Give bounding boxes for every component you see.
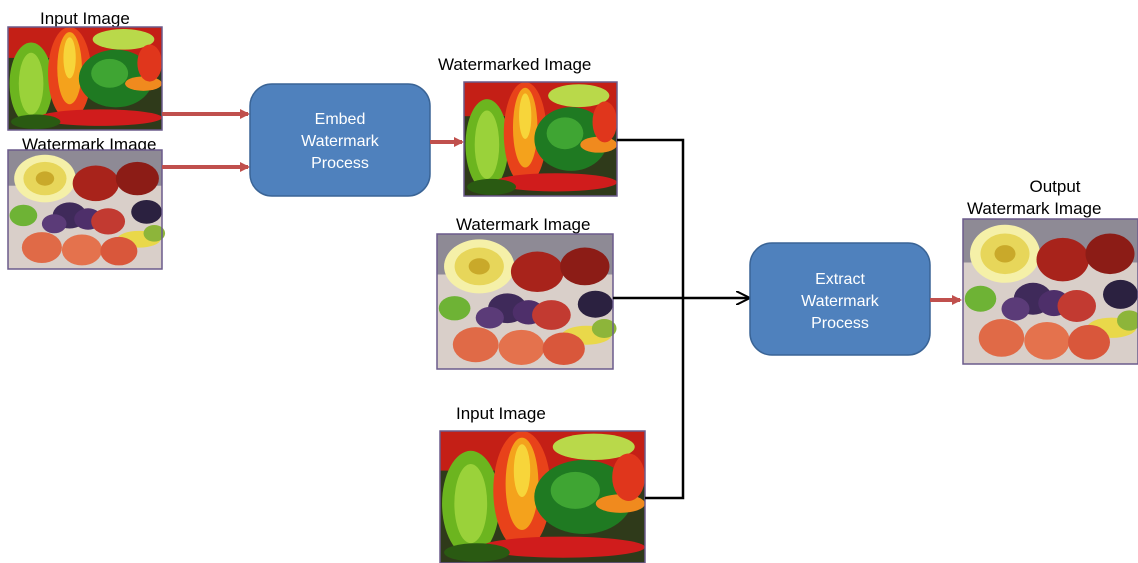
extract-box-line1: Extract: [815, 271, 865, 288]
watermarked-image: [464, 82, 617, 196]
watermarked-image-label: Watermarked Image: [438, 55, 591, 74]
output-watermark-image-frame: [962, 218, 1138, 365]
output-label-line2: Watermark Image: [967, 199, 1101, 218]
connector-lines: [613, 138, 748, 500]
watermark-image-left-frame: [7, 149, 163, 270]
watermark-image-mid: [437, 234, 617, 369]
output-label-line1: Output: [1029, 177, 1080, 196]
embed-box-line2: Watermark: [301, 133, 380, 150]
output-watermark-image: [963, 219, 1138, 364]
input-image-bottom: [440, 431, 645, 563]
watermark-image-left: [8, 150, 166, 269]
input-image-label-bottom: Input Image: [456, 404, 546, 423]
input-image-top-frame: [7, 26, 163, 131]
extract-box-line2: Watermark: [801, 293, 880, 310]
input-image-top: [8, 27, 162, 130]
watermark-image-mid-frame: [436, 233, 614, 370]
input-image-label-top: Input Image: [40, 9, 130, 28]
extract-box-line3: Process: [811, 315, 869, 332]
embed-box-line1: Embed: [315, 111, 366, 128]
embed-box-line3: Process: [311, 155, 369, 172]
watermark-image-label-mid: Watermark Image: [456, 215, 590, 234]
